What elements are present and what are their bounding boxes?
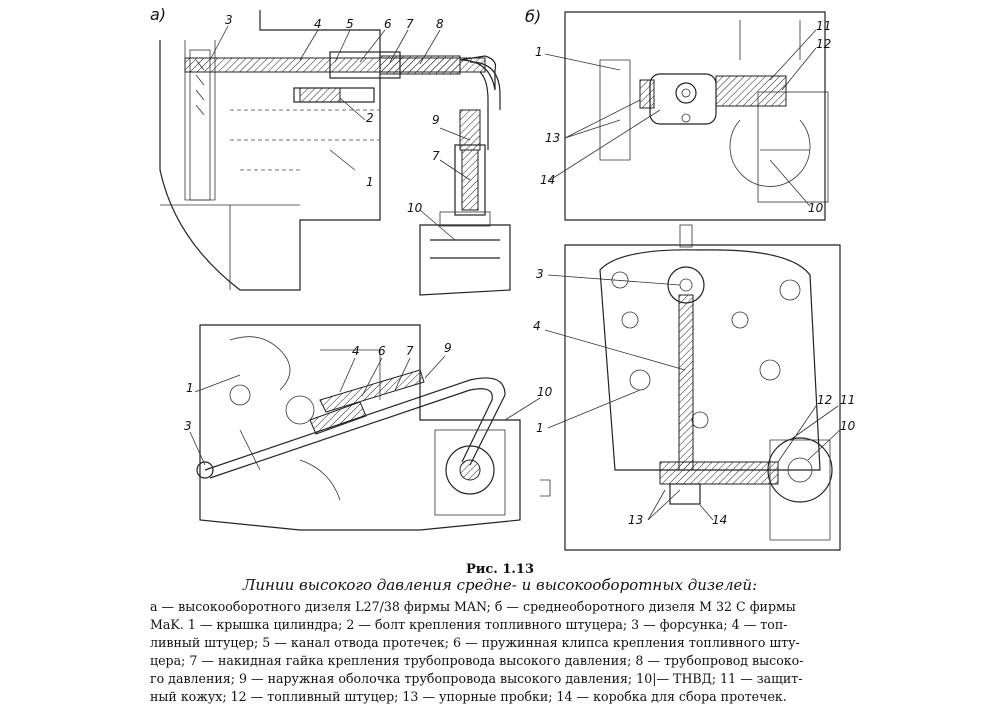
panel-b-label: б) <box>525 7 541 26</box>
callout-b-1: 1 <box>535 45 543 59</box>
leaders-b-top <box>544 29 817 207</box>
callout-a-1: 1 <box>186 381 194 395</box>
callout-b-1b: 1 <box>536 421 544 435</box>
callout-8: 8 <box>436 17 444 31</box>
caption-line: а — высокооборотного дизеля L27/38 фирмы… <box>150 599 796 614</box>
callout-b-14b: 14 <box>712 513 727 527</box>
callout-b-4: 4 <box>533 319 541 333</box>
leaders-a-bottom <box>189 355 541 466</box>
leaders-b-bottom <box>544 274 841 521</box>
caption-line: MaK. 1 — крышка цилиндра; 2 — болт крепл… <box>150 617 788 632</box>
caption-line: цера; 7 — накидная гайка крепления трубо… <box>150 653 804 668</box>
callout-1: 1 <box>366 175 374 189</box>
caption-line: ный кожух; 12 — топливный штуцер; 13 — у… <box>150 689 787 704</box>
callout-a-3: 3 <box>184 419 192 433</box>
callout-b-10: 10 <box>808 201 824 215</box>
technical-figure: а) 3 4 5 6 7 8 2 9 7 1 10 4 6 7 9 1 3 10 <box>150 5 856 551</box>
callout-4: 4 <box>314 17 322 31</box>
callout-7: 7 <box>406 17 414 31</box>
caption-line: го давления; 9 — наружная оболочка трубо… <box>150 671 803 686</box>
callout-a-7: 7 <box>406 344 414 358</box>
callout-7b: 7 <box>432 149 440 163</box>
callout-b-3: 3 <box>536 267 544 281</box>
leaders-a-top <box>209 25 471 241</box>
callout-a-4: 4 <box>352 344 360 358</box>
callout-b-11: 11 <box>816 19 831 33</box>
callout-b-12b: 12 <box>817 393 832 407</box>
drawing-a-bottom <box>196 324 551 531</box>
callout-9: 9 <box>432 113 440 127</box>
drawing-b-bottom <box>564 224 841 551</box>
callout-3: 3 <box>225 13 233 27</box>
callout-2: 2 <box>366 111 374 125</box>
callout-b-10b: 10 <box>840 419 856 433</box>
callout-6: 6 <box>384 17 392 31</box>
callout-a-6: 6 <box>378 344 386 358</box>
drawing-a-top <box>159 10 511 296</box>
callout-10: 10 <box>407 201 423 215</box>
figure-title: Линии высокого давления средне- и высоко… <box>242 576 758 594</box>
callout-b-13: 13 <box>545 131 560 145</box>
callout-b-11b: 11 <box>840 393 855 407</box>
figure-number: Рис. 1.13 <box>465 562 535 577</box>
caption-line: ливный штуцер; 5 — канал отвода протечек… <box>150 635 800 650</box>
callout-a-10: 10 <box>537 385 553 399</box>
panel-a-label: а) <box>150 5 166 24</box>
callout-b-13b: 13 <box>628 513 643 527</box>
callout-5: 5 <box>346 17 354 31</box>
callout-b-12: 12 <box>816 37 831 51</box>
callout-a-9: 9 <box>444 341 452 355</box>
drawing-b-top <box>564 11 829 221</box>
callout-b-14: 14 <box>540 173 555 187</box>
figure-drawing: а) 3 4 5 6 7 8 2 9 7 1 10 4 6 7 9 1 3 10 <box>150 5 856 551</box>
figure-caption: а — высокооборотного дизеля L27/38 фирмы… <box>150 598 860 706</box>
